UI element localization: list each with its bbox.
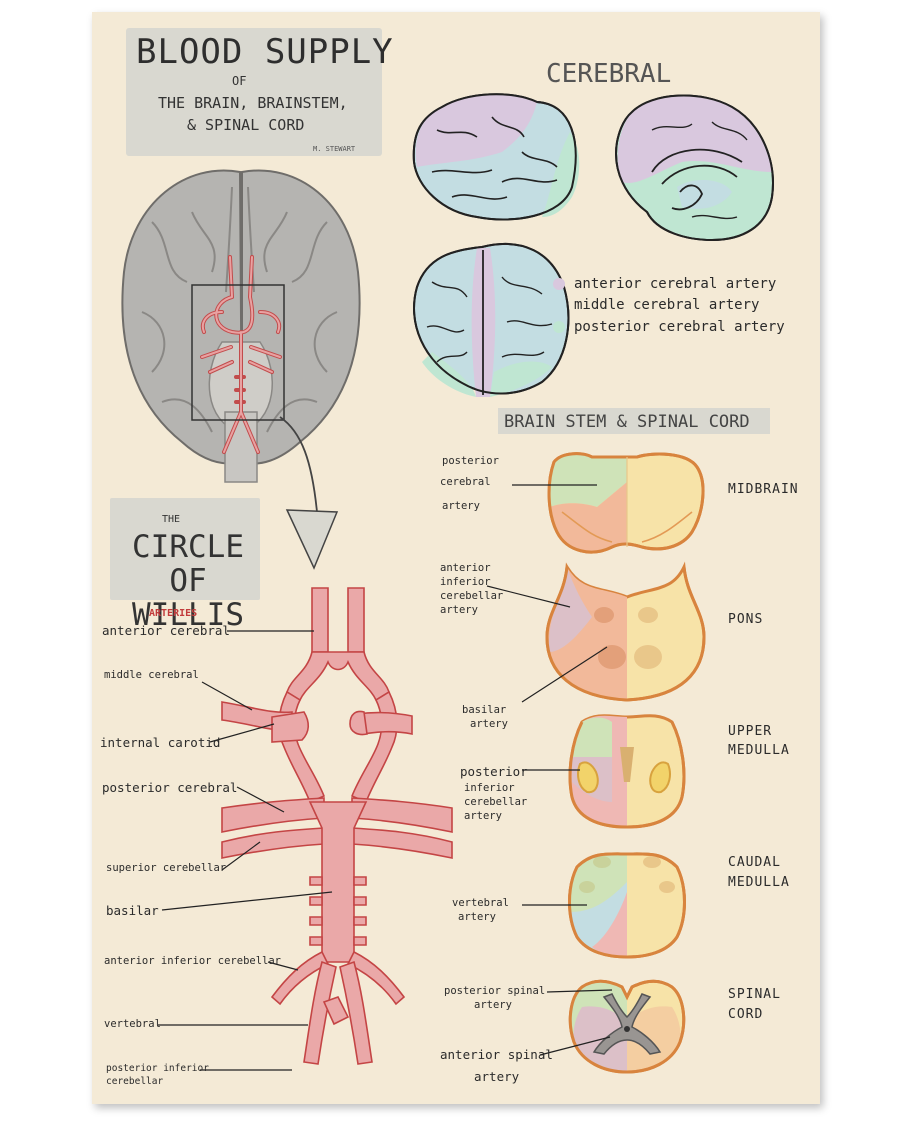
cow-label-pica-line2: cerebellar (106, 1076, 164, 1087)
level-midbrain: MIDBRAIN (728, 482, 799, 497)
cow-label-pica-line1: posterior inferior (106, 1063, 209, 1074)
bs-pons-artery-4: artery (440, 604, 478, 616)
bs-pica-2: inferior (464, 782, 515, 794)
legend-dot-posterior (553, 321, 565, 333)
legend-posterior-label: posterior cerebral artery (574, 319, 785, 335)
legend-anterior-label: anterior cerebral artery (574, 276, 777, 292)
cow-label-basilar: basilar (106, 903, 159, 918)
level-spinal-cord-line1: SPINAL (728, 987, 781, 1002)
bs-midbrain-artery-3: artery (442, 500, 480, 512)
title-of: OF (232, 74, 247, 88)
section-pons (545, 561, 706, 702)
legend-dot-anterior (553, 278, 565, 290)
bs-title-box (498, 408, 770, 434)
section-midbrain (547, 452, 705, 554)
bs-pons-artery-3: cerebellar (440, 590, 504, 602)
poster: BLOOD SUPPLY OF THE BRAIN, BRAINSTEM, & … (92, 12, 820, 1104)
bs-midbrain-artery-1: posterior (442, 455, 499, 467)
title-line1: THE BRAIN, BRAINSTEM, (158, 94, 348, 112)
zoom-arrow-head (285, 509, 339, 570)
section-caudal-medulla (568, 852, 686, 959)
bs-post-spinal-1: posterior spinal (444, 985, 546, 997)
cerebral-top-view (413, 242, 570, 397)
bs-basilar-2: artery (470, 718, 508, 730)
cow-label-posterior-cerebral: posterior cerebral (102, 780, 238, 795)
bs-pons-artery-1: anterior (440, 562, 491, 574)
bs-post-spinal-2: artery (474, 999, 512, 1011)
diagram-art (110, 28, 774, 1074)
cow-label-vertebral: vertebral (104, 1018, 161, 1030)
bs-pica-3: cerebellar (464, 796, 528, 808)
level-upper-medulla-line2: MEDULLA (728, 743, 790, 758)
legend-dot-middle (553, 299, 565, 311)
level-caudal-medulla-line2: MEDULLA (728, 875, 790, 890)
level-spinal-cord-line2: CORD (728, 1007, 764, 1022)
bs-vertebral-1: vertebral (452, 897, 509, 909)
cow-title-line2: WILLIS (132, 597, 244, 633)
brain-bottom-view (121, 169, 361, 483)
cerebral-title: CEREBRAL (546, 59, 672, 89)
bs-pons-artery-2: inferior (440, 576, 491, 588)
cow-label-aica: anterior inferior cerebellar (104, 955, 282, 967)
level-caudal-medulla-line1: CAUDAL (728, 855, 781, 870)
cow-label-middle-cerebral: middle cerebral (104, 669, 199, 681)
bs-pointer-lines (486, 484, 613, 1056)
bs-midbrain-artery-2: cerebral (440, 476, 491, 488)
bs-ant-spinal-1: anterior spinal (440, 1047, 553, 1062)
brainstem-title: BRAIN STEM & SPINAL CORD (504, 412, 750, 432)
cow-subtitle: ARTERIES (149, 608, 198, 619)
bs-pica-4: artery (464, 810, 502, 822)
bs-vertebral-2: artery (458, 911, 496, 923)
cow-title-line1: CIRCLE OF (132, 529, 244, 599)
zoom-arrow-line (279, 416, 318, 513)
bs-basilar-1: basilar (462, 704, 507, 716)
legend-middle-label: middle cerebral artery (574, 297, 760, 313)
cow-label-internal-carotid: internal carotid (100, 735, 221, 750)
title-line2: & SPINAL CORD (187, 116, 305, 134)
cow-label-anterior-cerebral: anterior cerebral (102, 623, 230, 638)
circle-of-willis-diagram (221, 587, 453, 1065)
cow-pointer-lines (158, 630, 333, 1071)
level-upper-medulla-line1: UPPER (728, 724, 773, 739)
cow-title: CIRCLE OF WILLIS (114, 530, 262, 632)
bs-pica-1: posterior (460, 764, 528, 779)
cerebral-lateral-view (412, 93, 580, 221)
cow-the: THE (162, 514, 181, 525)
title-main: BLOOD SUPPLY (136, 32, 394, 72)
cow-title-box (110, 498, 260, 600)
cow-label-superior-cerebellar: superior cerebellar (106, 862, 227, 874)
bs-ant-spinal-2: artery (474, 1069, 520, 1084)
title-author: M. STEWART (313, 145, 356, 153)
cerebral-medial-view (615, 94, 774, 242)
title-box (126, 28, 382, 156)
zoom-box (191, 284, 285, 421)
level-pons: PONS (728, 612, 764, 627)
section-upper-medulla (568, 714, 686, 829)
section-spinal-cord (568, 979, 686, 1074)
